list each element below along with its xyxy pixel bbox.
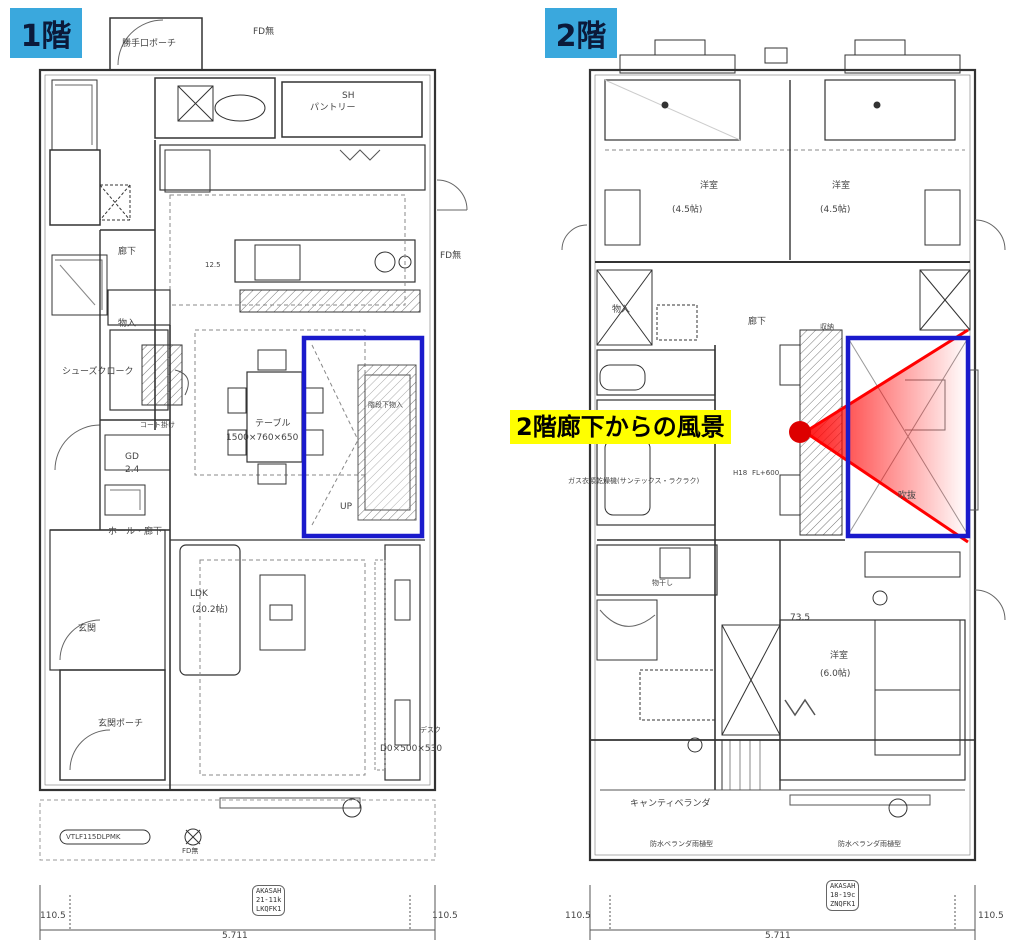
stamp-2f-line3: ZNQFK1 [830,900,856,908]
right-dim-2f: 110.5 [978,911,1004,921]
width-dim-2f: 5.711 [765,931,791,941]
room-c-size-label: (6.0帖) [820,669,851,679]
desk-label: デスク [420,726,441,734]
sh-label: SH [342,91,355,101]
h18-label: H18 [733,469,748,477]
hall-label: ホール・廊下 [108,527,163,537]
fd-bottom-label: FD無 [182,847,199,855]
bath-note-label: ガス衣類乾燥機(サンテックス・ラクラク) [568,477,700,485]
gd-label: GD [125,452,139,462]
h-val-label: 12.5 [205,261,221,269]
viewpoint-dot [789,421,811,443]
storage-label-1f: 物入 [118,319,137,329]
desk-size-label: D0×500×530 [380,744,443,754]
storage2-label-2f: 収納 [820,323,834,331]
left-dim-1f: 110.5 [40,911,66,921]
second-floor-tag: 2階 [545,8,617,58]
back-porch-label: 勝手口ポーチ [122,39,177,49]
storage-label-2f: 物入 [612,305,631,315]
fd-right-label: FD無 [440,251,462,261]
room-a-label: 洋室 [700,181,719,191]
table-label: テーブル [255,419,291,429]
veranda-note-right: 防水ベランダ雨樋型 [838,840,901,848]
stamp-2f: AKASAH 18-19c ZNQFK1 [826,880,860,911]
ldk-size-label: (20.2帖) [192,605,229,615]
viewpoint-callout: 2階廊下からの風景 [510,410,731,444]
corridor-label-2f: 廊下 [748,317,767,327]
fd-top-label: FD無 [253,27,275,37]
veranda-label: キャンティベランダ [630,799,711,809]
coat-hook-label: コート掛け [140,421,175,429]
left-dim-2f: 110.5 [565,911,591,921]
room-a-size-label: (4.5帖) [672,205,703,215]
stamp-2f-line2: 18-19c [830,891,856,899]
stamp-1f-line1: AKASAH [256,887,282,895]
vent-label: VTLF115DLPMK [66,833,121,841]
stamp-1f: AKASAH 21-11k LKQFK1 [252,885,286,916]
right-dim-1f: 110.5 [432,911,458,921]
room-b-label: 洋室 [832,181,851,191]
second-floor-plan [561,39,1006,940]
laundry-label: 物干し [652,579,673,587]
ldk-label: LDK [190,589,208,599]
pantry-label: パントリー [310,103,356,113]
room-c-label: 洋室 [830,651,849,661]
entrance-label: 玄関 [78,624,97,634]
up-label: UP [340,502,353,512]
void-highlight-2f [845,335,971,539]
entrance-porch-label: 玄関ポーチ [98,719,144,729]
view-cone-edge-bottom [804,430,969,544]
shoes-closet-label: シューズクローク [62,367,134,377]
first-floor-plan [38,17,468,940]
void-label: 吹抜 [898,491,917,501]
stamp-1f-line2: 21-11k [256,896,282,904]
veranda-note-left: 防水ベランダ雨樋型 [650,840,713,848]
stairs-storage-label: 階段下物入 [368,401,403,409]
stamp-1f-line3: LKQFK1 [256,905,282,913]
width-dim-1f: 5.711 [222,931,248,941]
view-cone [805,330,968,542]
dim-735-label: 73.5 [790,613,811,623]
corridor-label-1f: 廊下 [118,247,137,257]
view-cone-edge-top [804,328,969,434]
fl-label: FL+600 [752,469,780,477]
gd-val-label: 2.4 [125,465,140,475]
room-b-size-label: (4.5帖) [820,205,851,215]
stamp-2f-line1: AKASAH [830,882,856,890]
stair-highlight-1f [301,335,425,539]
first-floor-tag: 1階 [10,8,82,58]
table-size-label: 1500×760×650 [226,433,299,443]
